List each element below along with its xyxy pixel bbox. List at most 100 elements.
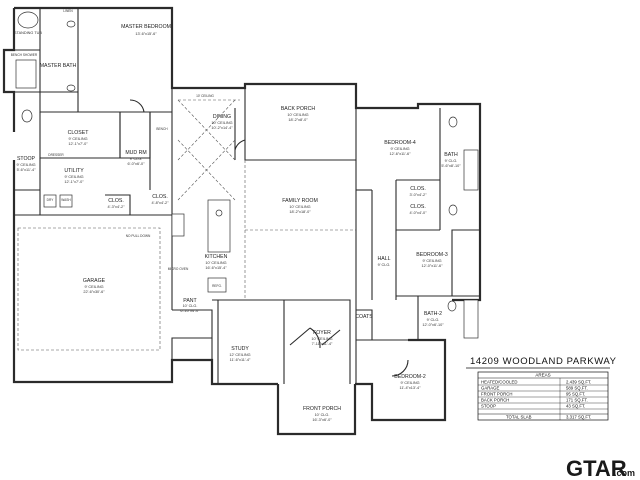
micro-oven-note: MICRO OVEN bbox=[168, 267, 189, 271]
title-block: 14209 WOODLAND PARKWAY bbox=[466, 356, 616, 369]
pant-ceiling: 10' CLG. bbox=[183, 304, 198, 308]
areas-row-value: 2,439 SQ.FT. bbox=[566, 380, 591, 385]
utility-size: 12'-1"x7'-0" bbox=[64, 180, 84, 184]
clos-a-label: CLOS. bbox=[108, 198, 124, 204]
bedroom-4-ceiling: 9' CEILING bbox=[390, 147, 409, 151]
kitchen-size: 16'-6"x15'-4" bbox=[205, 266, 227, 270]
mud-rm-label: MUD RM bbox=[125, 150, 146, 156]
sink-icon bbox=[66, 84, 76, 92]
hall-ceiling: 9' CLG. bbox=[378, 263, 391, 267]
foyer-ceiling: 10' CEILING bbox=[311, 337, 332, 341]
bath-toilet-icon bbox=[448, 116, 458, 128]
dining-label: DINING bbox=[213, 114, 231, 120]
stoop-size: 5'-6"x11'-4" bbox=[17, 168, 37, 172]
areas-row-value: 95 SQ.FT. bbox=[566, 392, 585, 397]
fixtures bbox=[15, 11, 479, 339]
room-labels: MASTER BEDROOM 13'-6"x15'-6" MASTER BATH… bbox=[11, 9, 461, 422]
linen-note: LINEN bbox=[63, 9, 73, 13]
refg-note: REFG. bbox=[212, 284, 222, 288]
gtar-logo: GTAR .com bbox=[566, 456, 635, 480]
clos-b-label: CLOS. bbox=[152, 194, 168, 200]
areas-table: AREAS HEATED/COOLED 2,439 SQ.FT. GARAGE … bbox=[477, 371, 609, 421]
areas-row-label: HEATED/COOLED bbox=[481, 380, 517, 385]
bath-ceiling: 9' CLG. bbox=[445, 159, 458, 163]
family-room-ceiling: 10' CEILING bbox=[289, 205, 310, 209]
back-porch-size: 18'-2"x8'-0" bbox=[288, 118, 308, 122]
bedroom-2-size: 11'-4"x13'-4" bbox=[400, 386, 422, 390]
study-ceiling: 12' CEILING bbox=[229, 353, 250, 357]
family-room-label: FAMILY ROOM bbox=[282, 198, 318, 204]
bath-toilet-icon bbox=[448, 204, 458, 216]
cooktop-icon bbox=[171, 213, 185, 237]
bath-label: BATH bbox=[444, 152, 458, 158]
gtar-logo-text: GTAR bbox=[566, 456, 627, 480]
family-room-size: 18'-2"x18'-0" bbox=[289, 210, 311, 214]
bench-note: BENCH bbox=[156, 127, 168, 131]
bath-2-size: 12'-0"x6'-10" bbox=[422, 323, 444, 327]
kitchen-island bbox=[207, 199, 231, 253]
kitchen-ceiling: 10' CEILING bbox=[205, 261, 226, 265]
dresser-note: DRESSER bbox=[48, 153, 64, 157]
dryer-icon bbox=[43, 194, 57, 208]
bath2-toilet-icon bbox=[447, 300, 457, 312]
mud-rm-ceiling: 9' CLG. bbox=[130, 157, 143, 161]
bench-shower-note: BENCH SHOWER bbox=[11, 53, 38, 57]
mud-rm-size: 6'-0"x6'-0" bbox=[127, 162, 145, 166]
bedroom-3-ceiling: 9' CEILING bbox=[422, 259, 441, 263]
master-bath-label: MASTER BATH bbox=[40, 63, 77, 69]
no-pull-down-note: NO PULL DOWN bbox=[126, 234, 151, 238]
bath-2-ceiling: 9' CLG. bbox=[427, 318, 440, 322]
closet-label: CLOSET bbox=[68, 130, 90, 136]
kitchen-label: KITCHEN bbox=[205, 254, 228, 260]
front-porch-ceiling: 10' CLG. bbox=[315, 413, 330, 417]
doors bbox=[129, 99, 409, 377]
areas-row-label: BACK PORCH bbox=[481, 398, 509, 403]
tub-icon bbox=[463, 149, 479, 191]
shower-icon bbox=[15, 59, 37, 89]
bath2-tub-icon bbox=[463, 299, 479, 339]
bath-2-label: BATH-2 bbox=[424, 311, 442, 317]
closet-ceiling: 9' CEILING bbox=[68, 137, 87, 141]
refrigerator-icon bbox=[207, 277, 227, 293]
bedroom-4-size: 12'-6"x11'-6" bbox=[390, 152, 412, 156]
clos-c-size: 3'-0"x4'-2" bbox=[409, 193, 427, 197]
areas-header: AREAS bbox=[535, 373, 550, 378]
standing-tub-note: STANDING TUB bbox=[14, 31, 42, 35]
master-bedroom-size: 13'-6"x15'-6" bbox=[135, 32, 157, 36]
areas-row-label: FRONT PORCH bbox=[481, 392, 512, 397]
garage-size: 22'-6"x30'-6" bbox=[83, 290, 105, 294]
foyer-size: 7'-11"x11'-4" bbox=[312, 342, 333, 346]
dryer-note: DRY bbox=[47, 198, 55, 202]
stoop-ceiling: 9' CEILING bbox=[16, 163, 35, 167]
exterior-walls bbox=[2, 6, 482, 436]
gtar-logo-suffix: .com bbox=[614, 468, 635, 478]
standing-tub-icon bbox=[17, 11, 39, 29]
clos-d-size: 4'-0"x4'-0" bbox=[409, 211, 427, 215]
bedroom-3-label: BEDROOM-3 bbox=[416, 252, 448, 258]
master-toilet-icon bbox=[21, 109, 33, 123]
coats-label: COATS bbox=[355, 314, 373, 320]
bath-size: 5'-6"x8'-10" bbox=[441, 164, 461, 168]
ceiling-10-note: 10' CEILING bbox=[196, 94, 214, 98]
island-sink-icon bbox=[215, 209, 223, 217]
garage-label: GARAGE bbox=[83, 278, 106, 284]
washer-note: WASH bbox=[61, 198, 71, 202]
study-size: 11'-6"x11'-4" bbox=[230, 358, 251, 362]
bedroom-4-label: BEDROOM-4 bbox=[384, 140, 416, 146]
utility-label: UTILITY bbox=[64, 168, 84, 174]
back-porch-label: BACK PORCH bbox=[281, 106, 316, 112]
pant-size: 6'-10"x4'-0" bbox=[180, 309, 200, 313]
foyer-label: FOYER bbox=[313, 330, 331, 336]
back-porch-ceiling: 10' CEILING bbox=[287, 113, 308, 117]
bedroom-2-ceiling: 9' CEILING bbox=[400, 381, 419, 385]
clos-d-label: CLOS. bbox=[410, 204, 426, 210]
front-porch-size: 16'-3"x6'-0" bbox=[312, 418, 332, 422]
areas-row-label: GARAGE bbox=[481, 386, 500, 391]
stoop-label: STOOP bbox=[17, 156, 36, 162]
hall-label: HALL bbox=[378, 256, 391, 262]
bedroom-3-size: 12'-0"x11'-6" bbox=[422, 264, 444, 268]
utility-ceiling: 9' CEILING bbox=[64, 175, 83, 179]
study-label: STUDY bbox=[231, 346, 249, 352]
clos-a-size: 4'-3"x4'-2" bbox=[107, 205, 125, 209]
garage-ceiling: 9' CEILING bbox=[84, 285, 103, 289]
